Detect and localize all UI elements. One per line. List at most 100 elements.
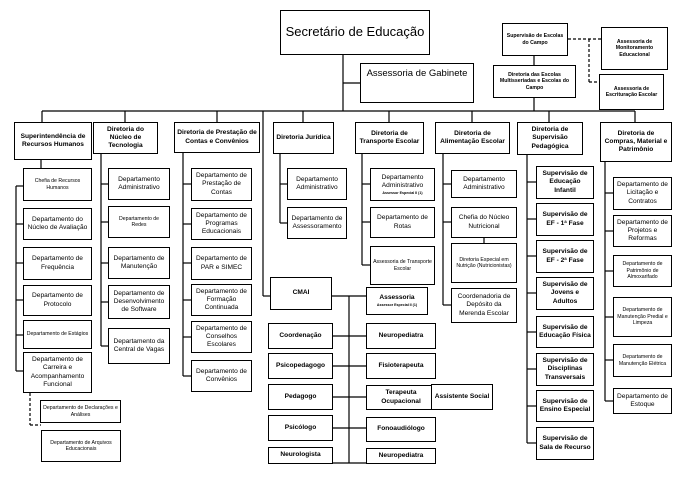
alimentacao-dept-box: Departamento Administrativo <box>451 170 517 198</box>
diretoria-pedagogica-box: Diretoria de Supervisão Pedagógica <box>517 122 583 155</box>
alimentacao-dept-box: Chefia do Núcleo Nutricional <box>451 207 517 238</box>
rh-dept-box: Departamento de Estágios <box>23 320 92 349</box>
diretoria-tecnologia-box: Diretoria do Núcleo de Tecnologia <box>93 122 158 154</box>
diretoria-transporte-box: Diretoria de Transporte Escolar <box>355 122 424 154</box>
box-label: Assessoria de Gabinete <box>366 68 468 79</box>
pedagogica-dept-box: Supervisão de Educação Física <box>536 316 594 348</box>
cmai-role-box: Coordenação <box>268 323 333 349</box>
compras-dept-box: Departamento de Manutenção Elétrica <box>613 344 672 377</box>
box-label: Departamento de Estágios <box>26 331 89 338</box>
box-label: Departamento de Formação Continuada <box>196 287 247 312</box>
box-label: Coordenadoria de Depósito da Merenda Esc… <box>457 293 511 317</box>
box-label: Chefia de Recursos Humanos <box>34 178 81 191</box>
box-label: Supervisão de Educação Física <box>539 323 591 339</box>
box-label: Departamento de Manutenção <box>113 254 165 270</box>
box-label: Departamento de Prestação de Contas <box>196 172 247 196</box>
box-label: Psicólogo <box>284 423 317 431</box>
box-label: Supervisão de Ensino Especial <box>539 397 591 413</box>
cmai-box: CMAI <box>270 277 332 310</box>
box-label: Departamento de Estoque <box>617 392 668 408</box>
box-label: Assistente Social <box>434 392 490 400</box>
box-label: Coordenação <box>279 331 322 339</box>
box-label: Departamento de Conselhos Escolares <box>196 324 247 349</box>
cmai-role-box: Fisioterapeuta <box>366 353 436 379</box>
box-label: Diretoria de Prestação de Contas e Convê… <box>177 129 257 145</box>
box-label: Departamento de Desenvolvimento de Softw… <box>113 289 165 314</box>
diretoria-alimentacao-box: Diretoria de Alimentação Escolar <box>435 122 510 154</box>
box-label: Departamento Administrativo <box>463 175 505 191</box>
juridica-dept-box: Departamento Administrativo <box>287 168 347 200</box>
pedagogica-dept-box: Supervisão de EF - 2ª Fase <box>536 240 594 273</box>
contas-dept-box: Departamento de Formação Continuada <box>191 284 252 316</box>
box-label: Departamento de Declarações e Análises <box>43 405 118 418</box>
box-label: Departamento de Carreira e Acompanhament… <box>30 356 85 388</box>
transporte-dept-box: Departamento de Rotas <box>370 207 435 238</box>
tecnologia-dept-box: Departamento da Central de Vagas <box>108 328 170 364</box>
box-label: Supervisão de EF - 2ª Fase <box>542 248 588 264</box>
box-label: Departamento de Licitação e Contratos <box>617 181 668 205</box>
box-label: Chefia do Núcleo Nutricional <box>458 214 510 230</box>
box-label: Departamento de Redes <box>118 215 160 229</box>
box-label: Departamento de Manutenção Predial e Lim… <box>617 307 668 327</box>
box-sublabel: Assessor Especial II (1) <box>376 303 418 308</box>
assessoria-monitoramento-box: Assessoria de Monitoramento Educacional <box>601 27 668 70</box>
rh-dept-box: Departamento de Declarações e Análises <box>40 400 121 423</box>
box-label: Pedagogo <box>284 392 317 400</box>
box-label: Departamento de Rotas <box>377 214 428 230</box>
supervisao-escolas-campo-box: Supervisão de Escolas do Campo <box>502 23 568 56</box>
diretoria-juridica-box: Diretoria Jurídica <box>273 122 334 154</box>
rh-dept-box: Departamento de Frequência <box>23 247 92 280</box>
box-label: Departamento de Projetos e Reformas <box>617 218 668 243</box>
rh-dept-box: Departamento de Carreira e Acompanhament… <box>23 352 92 393</box>
transporte-dept-box: Assessoria de Transporte Escolar <box>370 246 435 285</box>
box-label: Assessoria de Escrituração Escolar <box>605 85 658 99</box>
cmai-role-box: Neuropediatra <box>366 323 436 349</box>
rh-dept-box: Departamento de Arquivos Educacionais <box>41 430 121 462</box>
box-label: Departamento de Protocolo <box>32 292 83 308</box>
box-label: Fisioterapeuta <box>378 361 424 369</box>
superintendencia-rh-box: Superintendência de Recursos Humanos <box>14 122 92 160</box>
pedagogica-dept-box: Supervisão de Sala de Recurso <box>536 427 594 460</box>
box-label: Diretoria do Núcleo de Tecnologia <box>106 125 144 150</box>
secretario-box: Secretário de Educação <box>280 10 430 55</box>
pedagogica-dept-box: Supervisão de Disciplinas Transversais <box>536 353 594 386</box>
box-label: Fonoaudiólogo <box>377 425 425 433</box>
box-label: CMAI <box>292 289 310 297</box>
tecnologia-dept-box: Departamento de Manutenção <box>108 247 170 279</box>
diretoria-contas-box: Diretoria de Prestação de Contas e Convê… <box>174 122 260 153</box>
box-label: Diretoria Especial em Nutrição (Nutricio… <box>456 256 512 270</box>
box-label: Departamento de Frequência <box>32 255 83 271</box>
compras-dept-box: Departamento de Patrimônio de Almoxarifa… <box>613 255 672 287</box>
contas-dept-box: Departamento de Programas Educacionais <box>191 208 252 240</box>
box-label: Neurologista <box>280 451 321 459</box>
box-label: Supervisão de Disciplinas Transversais <box>542 357 588 381</box>
box-label: Supervisão de Jovens e Adultos <box>542 281 588 305</box>
diretoria-compras-box: Diretoria de Compras, Material e Patrimô… <box>600 122 672 162</box>
box-label: Diretoria de Transporte Escolar <box>359 129 420 145</box>
compras-dept-box: Departamento de Estoque <box>613 388 672 414</box>
box-label: Departamento de Assessoramento <box>291 214 343 230</box>
rh-dept-box: Departamento do Núcleo de Avaliação <box>23 208 92 240</box>
box-label: Terapeuta Ocupacional <box>381 389 421 405</box>
box-label: Supervisão de EF - 1ª Fase <box>542 211 588 227</box>
rh-dept-box: Chefia de Recursos Humanos <box>23 168 92 201</box>
box-label: Departamento Administrativo <box>118 175 160 191</box>
box-label: Diretoria Jurídica <box>276 133 331 141</box>
box-label: Assessoria <box>379 294 415 302</box>
contas-dept-box: Departamento de PAR e SIMEC <box>191 247 252 280</box>
juridica-dept-box: Departamento de Assessoramento <box>287 207 347 239</box>
cmai-role-box: Psicopedagogo <box>268 353 333 379</box>
box-label: Departamento Administrativo <box>296 175 338 191</box>
box-label: Departamento de Programas Educacionais <box>196 211 247 236</box>
box-label: Diretoria de Supervisão Pedagógica <box>531 126 569 150</box>
compras-dept-box: Departamento de Projetos e Reformas <box>613 215 672 247</box>
rh-dept-box: Departamento de Protocolo <box>23 285 92 316</box>
cmai-role-box: Neurologista <box>268 447 333 464</box>
box-label: Neuropediatra <box>378 451 424 459</box>
pedagogica-dept-box: Supervisão de EF - 1ª Fase <box>536 203 594 236</box>
box-label: Diretoria de Compras, Material e Patrimô… <box>604 129 668 154</box>
box-label: Superintendência de Recursos Humanos <box>20 132 86 148</box>
compras-dept-box: Departamento de Manutenção Predial e Lim… <box>613 297 672 337</box>
